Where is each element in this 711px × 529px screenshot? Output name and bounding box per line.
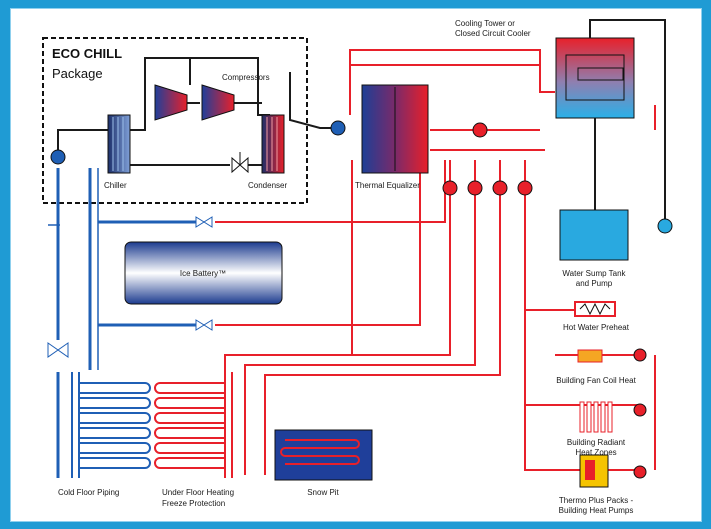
eco-chill-package-box bbox=[42, 37, 308, 204]
thermal-equalizer-label: Thermal Equalizer bbox=[355, 181, 420, 190]
sump-pump-icon bbox=[657, 218, 673, 234]
water-sump-label-2: and Pump bbox=[576, 279, 613, 288]
water-sump-label-1: Water Sump Tank bbox=[562, 269, 626, 278]
cooling-tower bbox=[555, 37, 635, 119]
pump-icon bbox=[467, 180, 483, 196]
condenser-unit bbox=[261, 114, 285, 174]
pump-icon bbox=[517, 180, 533, 196]
radiant-label-1: Building Radiant bbox=[567, 438, 626, 447]
thermo-plus-label-1: Thermo Plus Packs - bbox=[559, 496, 634, 505]
under-floor-label-1: Under Floor Heating bbox=[162, 488, 234, 497]
package-title: ECO CHILL bbox=[52, 46, 122, 61]
cooling-tower-label-2: Closed Circuit Cooler bbox=[455, 29, 531, 38]
fan-coil-label: Building Fan Coil Heat bbox=[556, 376, 636, 385]
pump-icon bbox=[633, 465, 647, 479]
fan-coil bbox=[577, 349, 603, 363]
pump-icon bbox=[472, 122, 488, 138]
compressor-1 bbox=[154, 84, 188, 121]
cold-floor-coils bbox=[71, 372, 151, 478]
thermo-plus-label-2: Building Heat Pumps bbox=[559, 506, 634, 515]
compressors-label: Compressors bbox=[222, 73, 270, 82]
valve-icon bbox=[47, 342, 69, 358]
hot-water-pumps bbox=[442, 122, 647, 479]
condenser-label: Condenser bbox=[248, 181, 287, 190]
under-floor-coils bbox=[154, 372, 233, 478]
radiant-heater-icon bbox=[579, 401, 613, 433]
hot-water-preheat bbox=[574, 301, 616, 317]
ice-battery-label: Ice Battery™ bbox=[180, 269, 226, 278]
cooling-tower-label-1: Cooling Tower or bbox=[455, 19, 515, 28]
pump-icon bbox=[442, 180, 458, 196]
condenser-pump-icon bbox=[330, 120, 346, 136]
chiller-unit bbox=[107, 114, 131, 174]
pump-icon bbox=[633, 348, 647, 362]
ice-outlet-valve-icon bbox=[195, 319, 213, 331]
expansion-valve-icon bbox=[231, 152, 249, 174]
under-floor-label-2: Freeze Protection bbox=[162, 499, 225, 508]
chiller-pump-icon bbox=[50, 149, 66, 165]
package-subtitle: Package bbox=[52, 66, 103, 81]
chiller-label: Chiller bbox=[104, 181, 127, 190]
compressor-2 bbox=[201, 84, 235, 121]
snow-pit-label: Snow Pit bbox=[307, 488, 339, 497]
pump-icon bbox=[492, 180, 508, 196]
cold-floor-label: Cold Floor Piping bbox=[58, 488, 119, 497]
radiant-label-2: Heat Zones bbox=[575, 448, 616, 457]
cold-water-loop bbox=[56, 168, 200, 478]
ice-battery bbox=[124, 241, 283, 305]
pump-icon bbox=[633, 403, 647, 417]
water-sump-tank bbox=[559, 209, 629, 261]
ice-inlet-valve-icon bbox=[195, 216, 213, 228]
hot-water-preheat-label: Hot Water Preheat bbox=[563, 323, 630, 332]
